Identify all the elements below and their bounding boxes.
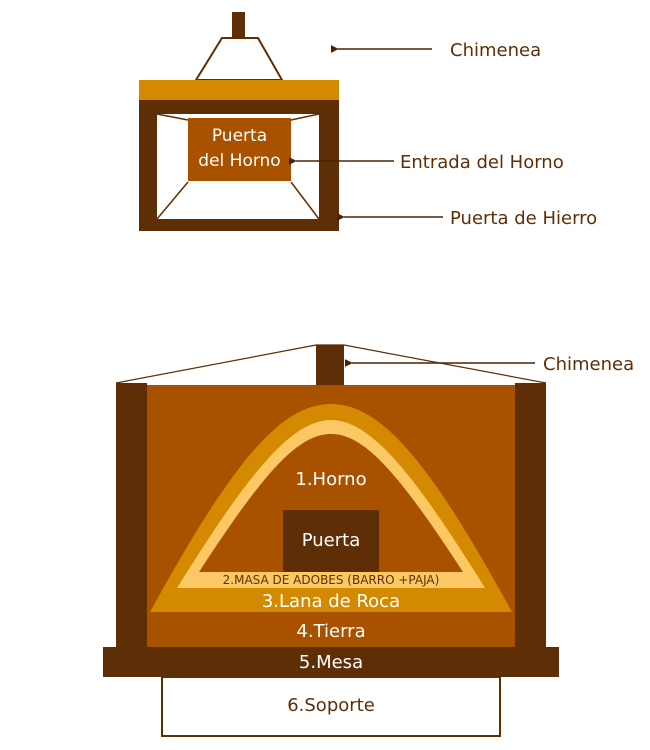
label-iron-door: Puerta de Hierro [450, 208, 597, 229]
front-persp-br [290, 181, 320, 220]
dome-inner-oven [199, 434, 463, 572]
section-support [161, 676, 501, 737]
section-callouts: Chimenea [344, 354, 634, 375]
section-view: Puerta 1.Horno 2.MASA DE ADOBES (BARRO +… [103, 344, 559, 737]
front-door-panel [188, 118, 291, 181]
front-top-slab [139, 80, 339, 100]
label-table: 5.Mesa [299, 652, 363, 673]
front-door-label-2: del Horno [198, 151, 280, 171]
front-view: Puerta del Horno [139, 12, 339, 231]
label-adobe: 2.MASA DE ADOBES (BARRO +PAJA) [223, 573, 440, 587]
label-earth: 4.Tierra [296, 621, 365, 642]
front-persp-tr [290, 113, 320, 121]
front-persp-bl [156, 181, 189, 220]
label-rock-wool: 3.Lana de Roca [262, 591, 400, 612]
front-chimney-pipe [232, 12, 245, 38]
section-door-label: Puerta [302, 530, 361, 551]
section-wall-right [515, 383, 546, 647]
section-door [283, 510, 379, 572]
label-support: 6.Soporte [287, 695, 375, 716]
section-wall-left [116, 383, 147, 647]
label-entrance: Entrada del Horno [400, 152, 564, 173]
front-callouts: Chimenea Entrada del Horno Puerta de Hie… [288, 40, 597, 229]
section-table [103, 647, 559, 677]
front-chimney-hood [194, 37, 284, 81]
section-chimney [316, 345, 344, 385]
label-oven: 1.Horno [295, 469, 366, 490]
front-door-label-1: Puerta [212, 126, 267, 146]
label-chimney-front: Chimenea [450, 40, 541, 61]
label-chimney-section: Chimenea [543, 354, 634, 375]
front-persp-tl [156, 113, 189, 121]
